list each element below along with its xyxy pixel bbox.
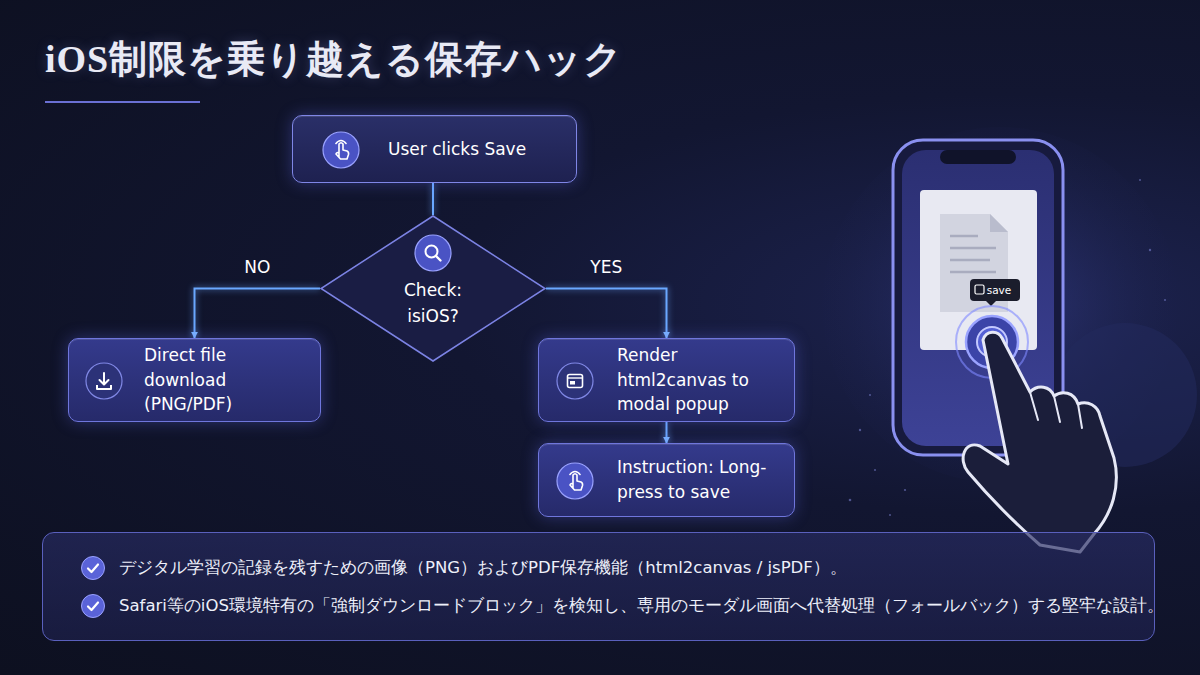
bullet-text: デジタル学習の記録を残すための画像（PNG）およびPDF保存機能（html2ca… — [119, 556, 847, 580]
phone-notch — [940, 150, 1016, 164]
document-fold — [990, 214, 1008, 232]
node-text-wrap: Instruction: Long-press to save — [617, 444, 786, 516]
flow-connector — [666, 422, 668, 443]
process-box: Render html2canvas to modal popup — [538, 338, 795, 422]
process-box: User clicks Save — [292, 115, 577, 183]
process-box: Instruction: Long-press to save — [538, 443, 795, 517]
slide-title: iOS制限を乗り越える保存ハック — [45, 34, 623, 85]
save-glyph — [975, 285, 984, 294]
summary-panel: デジタル学習の記録を残すための画像（PNG）およびPDF保存機能（html2ca… — [42, 532, 1155, 641]
process-box: Direct file download (PNG/PDF) — [68, 338, 321, 422]
node-text-wrap: Render html2canvas to modal popup — [617, 339, 786, 421]
bullet-row: デジタル学習の記録を残すための画像（PNG）およびPDF保存機能（html2ca… — [81, 556, 1144, 580]
bullet-row: Safari等のiOS環境特有の「強制ダウンロードブロック」を検知し、専用のモー… — [81, 594, 1144, 618]
edge-label: NO — [244, 257, 270, 277]
flow-connector — [195, 289, 321, 339]
document-lines — [950, 236, 996, 272]
flow-connector — [432, 183, 434, 215]
node-text: Direct file download (PNG/PDF) — [144, 343, 312, 417]
flow-connector — [546, 289, 667, 339]
node-text: Render html2canvas to modal popup — [617, 343, 786, 417]
check-bullet — [81, 556, 105, 580]
tooltip-label: save — [987, 284, 1012, 296]
decision-diamond: Check: isiOS? — [320, 215, 546, 362]
node-text-wrap: Direct file download (PNG/PDF) — [144, 339, 312, 421]
node-text: Check: isiOS? — [393, 277, 473, 330]
edge-label: YES — [590, 257, 622, 277]
save-tooltip — [970, 279, 1020, 301]
node-text: User clicks Save — [388, 137, 568, 162]
bullet-text: Safari等のiOS環境特有の「強制ダウンロードブロック」を検知し、専用のモー… — [119, 594, 1164, 618]
search-icon — [414, 234, 452, 272]
title-underline — [45, 101, 200, 103]
node-text-wrap: Check: isiOS? — [320, 277, 546, 330]
diamond-shape — [321, 216, 545, 361]
check-bullet — [81, 594, 105, 618]
node-icon — [322, 131, 360, 169]
node-text-wrap: User clicks Save — [388, 116, 568, 182]
node-icon — [556, 462, 594, 500]
hand-outline — [963, 332, 1116, 552]
node-text: Instruction: Long-press to save — [617, 455, 786, 504]
node-icon — [85, 362, 123, 400]
node-icon — [556, 362, 594, 400]
hand-knuckles — [1030, 392, 1082, 428]
